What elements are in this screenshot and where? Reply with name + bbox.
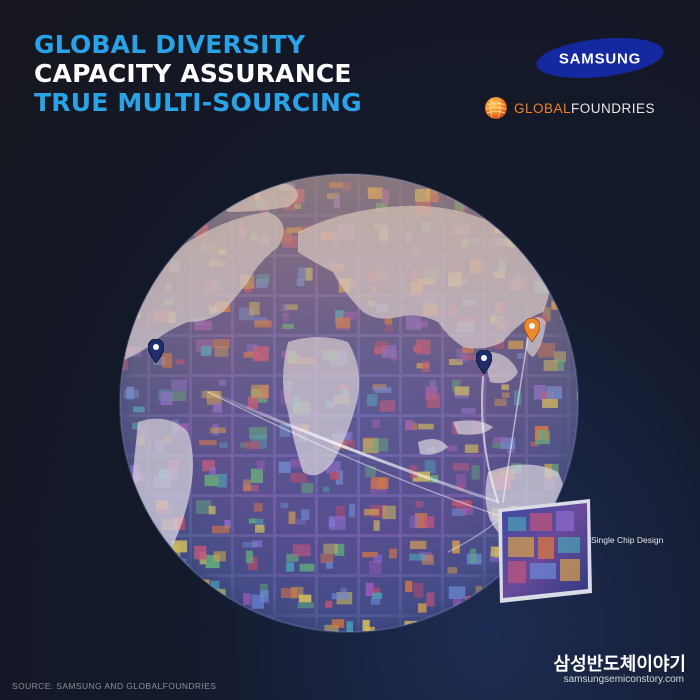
samsung-logo: SAMSUNG [536,37,664,79]
globalfoundries-logo: GLOBALFOUNDRIES [484,96,655,120]
location-pin-icon [476,350,492,374]
location-pin-icon [524,318,540,342]
headline: GLOBAL DIVERSITY CAPACITY ASSURANCE TRUE… [34,30,362,117]
wafer-globe [118,172,580,634]
location-pin-icon [148,339,164,363]
globalfoundries-globe-icon [485,97,507,119]
headline-line-3: TRUE MULTI-SOURCING [34,88,362,117]
brand-url: samsungsemiconstory.com [563,674,684,685]
headline-line-1: GLOBAL DIVERSITY [34,30,306,59]
chip-blocks [508,511,580,583]
source-caption: SOURCE: SAMSUNG AND GLOBALFOUNDRIES [12,681,217,691]
headline-line-2: CAPACITY ASSURANCE [34,59,352,88]
samsung-logo-text: SAMSUNG [559,51,641,68]
brand-korean-title: 삼성반도체이야기 [553,654,686,675]
wafer-globe-graphic [119,173,579,633]
single-chip-image [498,499,592,603]
globalfoundries-wordmark: GLOBALFOUNDRIES [514,100,656,116]
connection-arcs [196,336,529,553]
single-chip-design-label: Single Chip Design [591,535,664,545]
